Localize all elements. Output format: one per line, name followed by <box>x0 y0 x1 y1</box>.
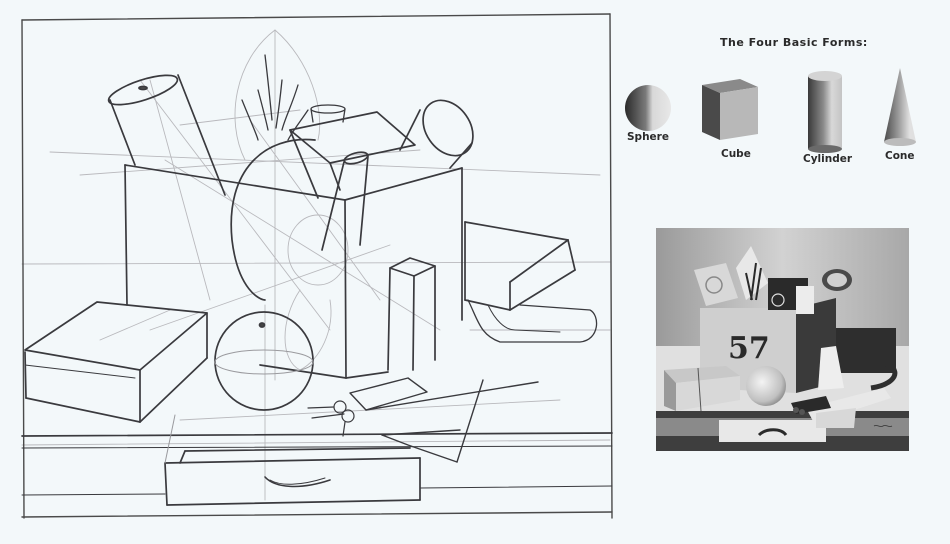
frame-border <box>21 13 613 519</box>
cube-label: Cube <box>721 148 751 160</box>
envelopes <box>349 377 539 463</box>
basic-forms-title: The Four Basic Forms: <box>720 36 868 49</box>
tilted-cylinder-left <box>107 74 226 196</box>
construction-lines <box>21 29 611 501</box>
finished-painting: 57 <box>656 228 909 451</box>
pineapple-leaves <box>241 54 309 141</box>
keys <box>307 400 355 437</box>
box-number: 57 <box>728 331 770 366</box>
cube-form <box>702 79 758 140</box>
book-right <box>464 221 576 311</box>
painting-orange <box>746 366 786 406</box>
sphere-orange <box>214 311 314 411</box>
pineapple-body <box>230 138 316 301</box>
cylinder-label: Cylinder <box>803 153 853 165</box>
cone-form <box>884 68 916 146</box>
table-edge <box>21 432 613 496</box>
artist-signature <box>873 425 893 427</box>
small-tall-box <box>387 257 436 371</box>
basic-forms-illustration <box>625 68 916 153</box>
flat-box-left <box>24 301 208 423</box>
pencil-sketch-drawing <box>21 13 613 519</box>
cone-label: Cone <box>885 150 915 162</box>
cylinder-form <box>808 71 842 153</box>
sphere-form <box>625 85 671 131</box>
large-box <box>124 164 463 379</box>
sphere-label: Sphere <box>627 131 669 143</box>
tilted-cylinder-right <box>399 99 474 169</box>
small-cylinder <box>321 151 369 251</box>
glasses-case <box>467 299 598 343</box>
open-drawer <box>164 414 421 506</box>
